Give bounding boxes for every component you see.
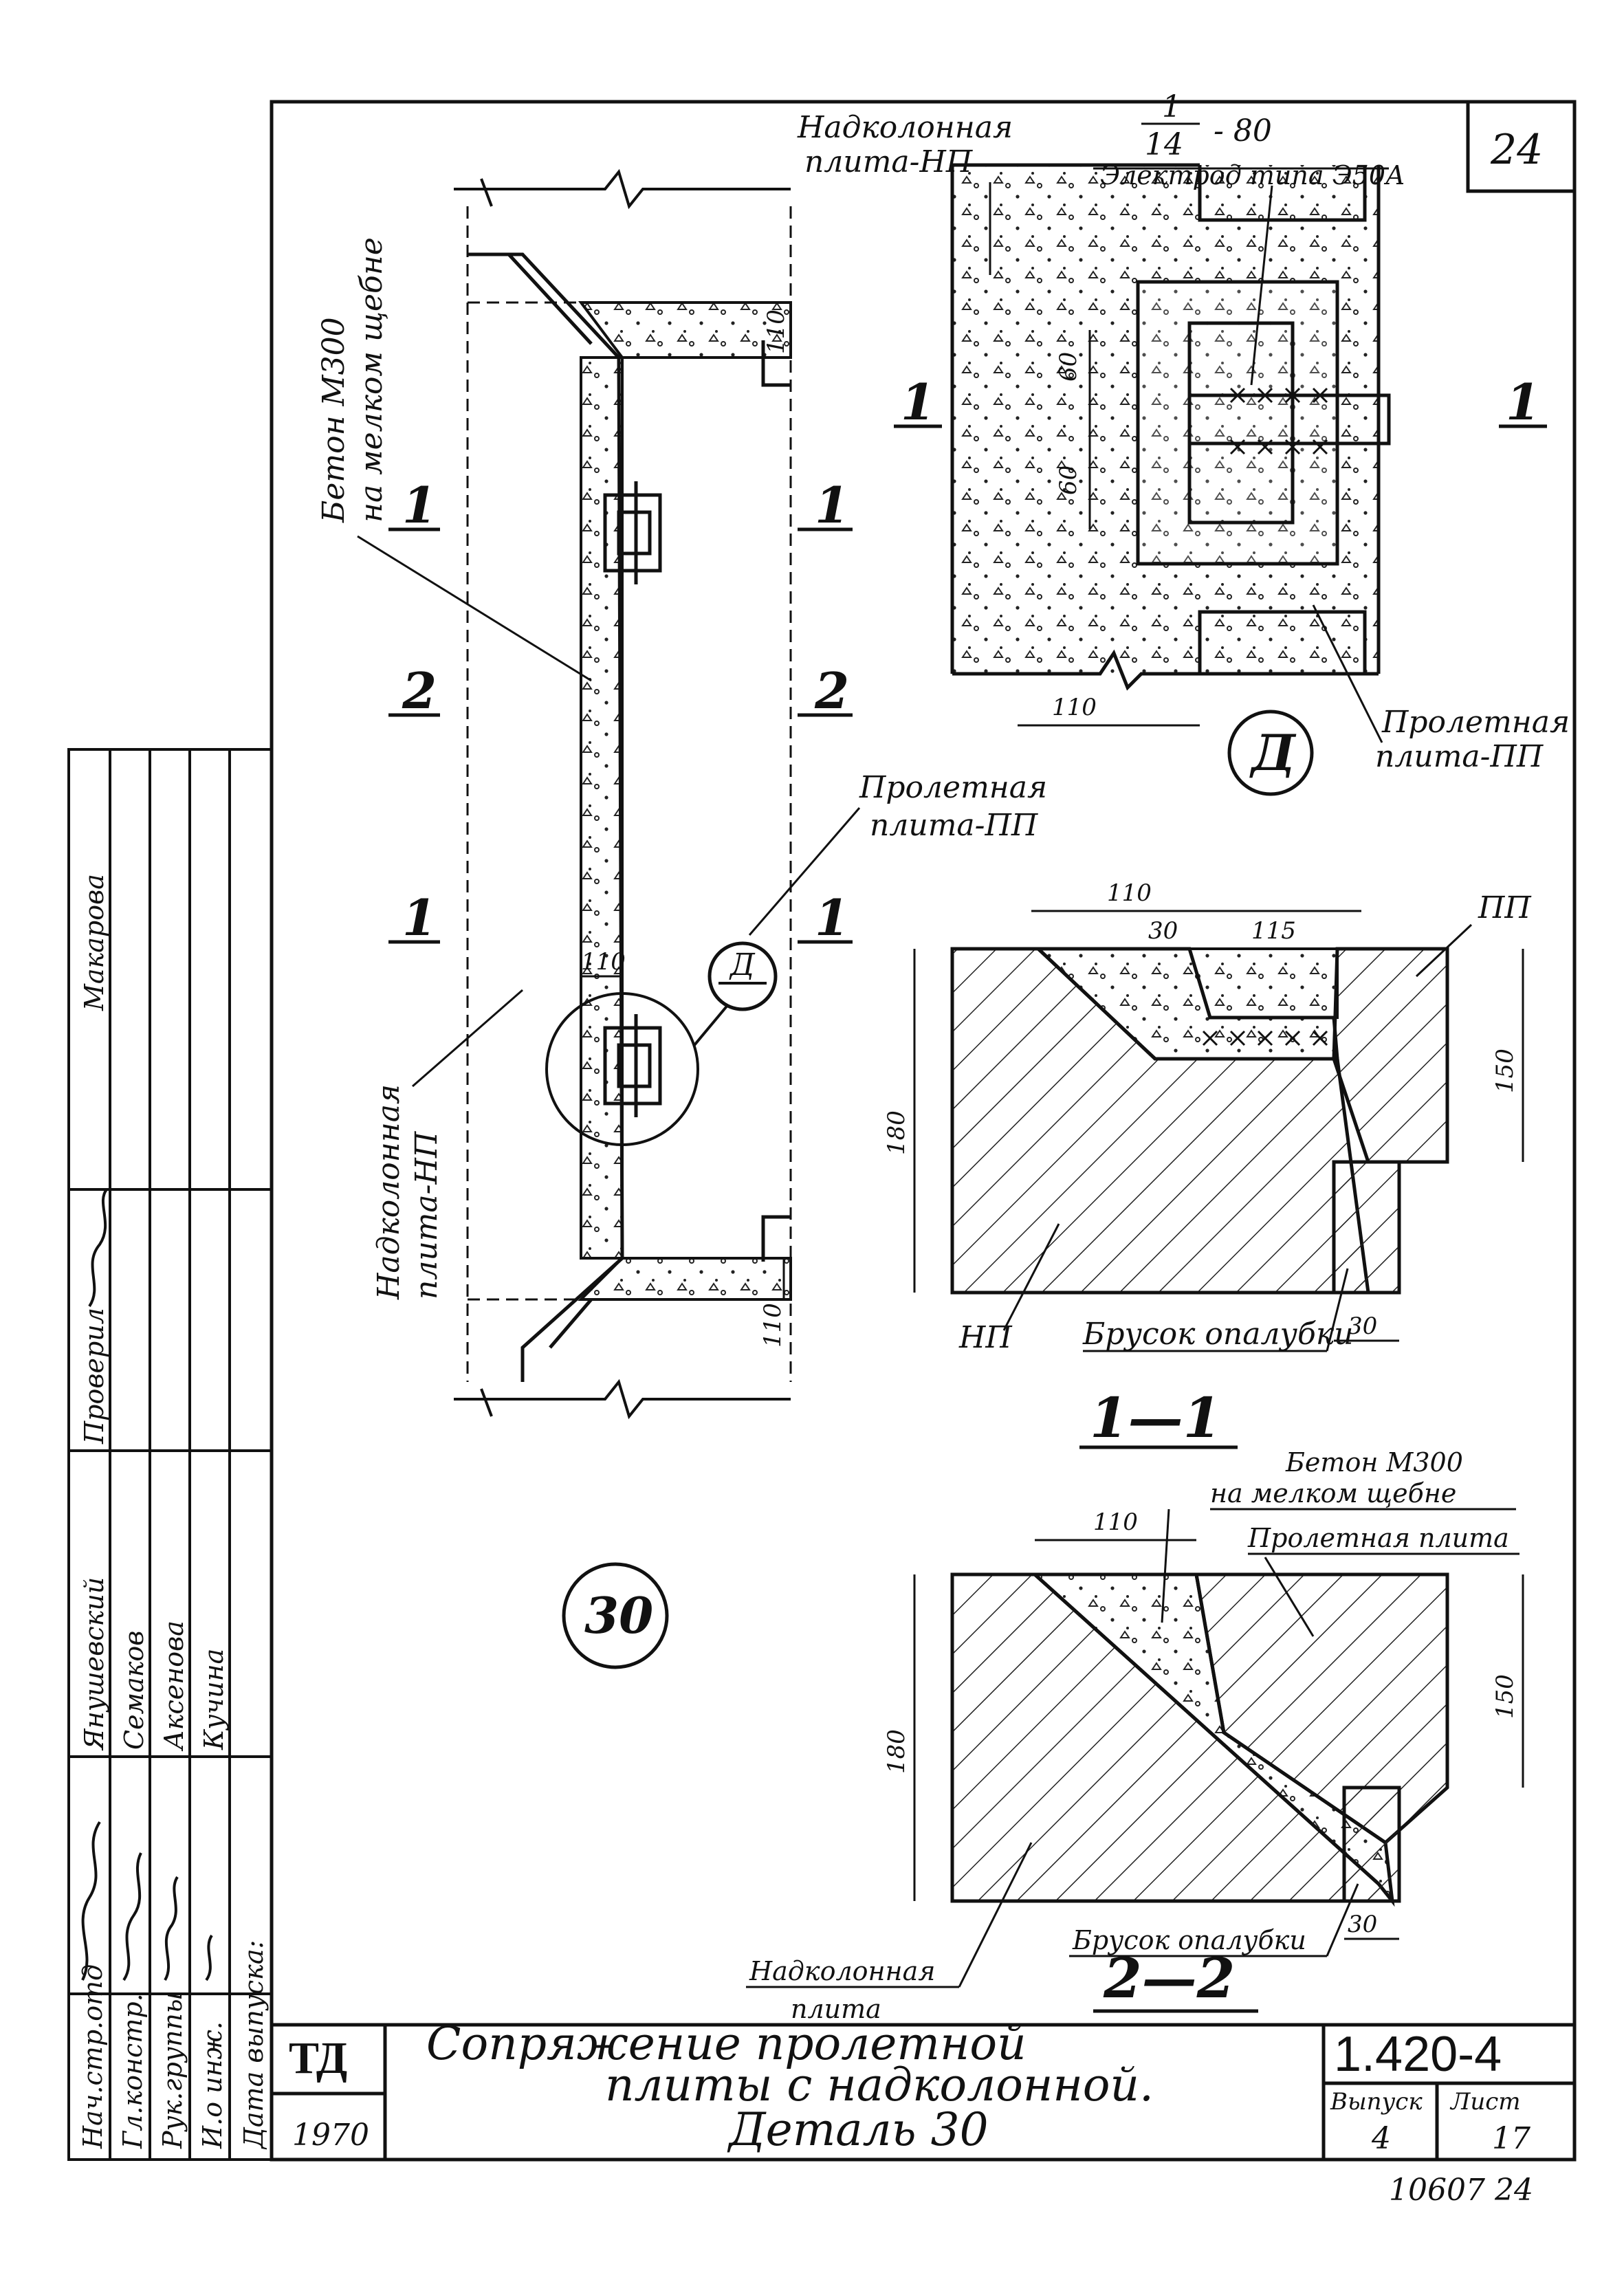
s11-dim-180: 180	[883, 1110, 910, 1155]
section-mark-1-left-top: 1	[402, 476, 437, 534]
section-mark-1-left-bottom: 1	[402, 888, 437, 947]
detail-d-mark: Д	[729, 947, 756, 982]
dim-110-bottom: 110	[759, 1303, 787, 1348]
section-mark-1-right-bottom: 1	[815, 888, 849, 947]
detail-d-column-slab-2: плита-НП	[804, 144, 974, 179]
s11-dim-150: 150	[1491, 1048, 1519, 1093]
role-chief-designer: Гл.констр.	[118, 1993, 148, 2149]
s22-concrete-label-1: Бетон М300	[1285, 1447, 1463, 1478]
s22-column-slab-label-2: плита	[791, 1994, 881, 2024]
name-4: Кучина	[199, 1649, 229, 1750]
sheet-label: Лист	[1449, 2088, 1521, 2116]
name-1: Янушевский	[79, 1577, 109, 1751]
s11-label-np: НП	[958, 1320, 1013, 1355]
s11-dim-30: 30	[1148, 917, 1178, 945]
name-3: Аксенова	[159, 1621, 189, 1752]
signature-roles: Нач.стр.отд Гл.констр. Рук.группы И.о ин…	[78, 1940, 269, 2150]
detail-d-dim-60-bottom: 60	[1055, 465, 1082, 495]
dim-110-mid: 110	[581, 948, 626, 976]
detail-d-callout	[545, 992, 699, 1146]
weld-symbol-numerator: 1	[1162, 89, 1181, 124]
s11-title: 1—1	[1090, 1385, 1221, 1450]
sheet-corner-number: 24	[1490, 126, 1543, 174]
title-line-1: Сопряжение пролетной	[426, 2017, 1027, 2070]
s22-dim-150: 150	[1491, 1674, 1519, 1719]
s11-dim-115: 115	[1251, 917, 1296, 945]
detail-d-section-1-right: 1	[1506, 373, 1540, 431]
span-slab-label-line-1: Пролетная	[859, 770, 1047, 805]
detail-d-dim-60-top: 60	[1055, 352, 1082, 382]
s22-span-slab-label: Пролетная плита	[1247, 1523, 1509, 1553]
s22-dim-110: 110	[1093, 1508, 1138, 1536]
s11-dim-110: 110	[1107, 879, 1152, 907]
s22-dim-180: 180	[883, 1729, 910, 1774]
concrete-label-line-1: Бетон М300	[316, 317, 351, 523]
s22-column-slab-label-1: Надколонная	[749, 1956, 935, 1986]
concrete-joint-strip	[580, 356, 624, 1260]
year: 1970	[292, 2118, 369, 2153]
weld-symbol-length: - 80	[1214, 113, 1272, 149]
section-1-1: 110 30 115 180 150 30 ПП НП Брусок опалу…	[883, 879, 1532, 1450]
detail-d-section-1-left: 1	[901, 373, 935, 431]
concrete-label-line-2: на мелком щебне	[354, 237, 389, 523]
weld-symbol-denominator: 14	[1145, 127, 1183, 162]
s22-title: 2—2	[1103, 1946, 1235, 2010]
role-issue-date: Дата выпуска:	[239, 1940, 269, 2150]
s11-form-bar-label: Брусок опалубки	[1082, 1317, 1354, 1352]
name-checker: Макарова	[79, 874, 109, 1011]
name-2: Семаков	[119, 1631, 149, 1750]
s22-dim-30: 30	[1348, 1911, 1377, 1938]
main-view: Д 1 1 2 2 1 1 110 110 110 Бетон М300 на …	[316, 168, 1047, 1669]
detail-d-column-slab-1: Надколонная	[797, 110, 1013, 145]
s22-concrete-label-2: на мелком щебне	[1210, 1478, 1456, 1508]
role-head: Нач.стр.отд	[78, 1964, 108, 2149]
signature-block	[67, 748, 273, 2161]
archive-code: 10607 24	[1389, 2173, 1533, 2208]
section-mark-1-right-top: 1	[815, 476, 849, 534]
detail-d-title-circle	[1227, 710, 1314, 796]
title-block: ТД 1970 Сопряжение пролетной плиты с над…	[289, 126, 1543, 2208]
sheet-value: 17	[1492, 2121, 1530, 2156]
electrode-label: Электрод типа Э50А	[1100, 160, 1405, 190]
detail-number: 30	[584, 1586, 653, 1645]
s22-form-bar-label: Брусок опалубки	[1072, 1925, 1306, 1955]
stamp-td: ТД	[289, 2033, 347, 2083]
section-mark-2-right: 2	[814, 661, 849, 720]
s11-label-pp: ПП	[1478, 890, 1532, 925]
column-slab-label-line-1: Надколонная	[371, 1084, 406, 1300]
issue-value: 4	[1371, 2121, 1391, 2156]
issue-label: Выпуск	[1330, 2088, 1423, 2116]
title-line-2: плиты с надколонной.	[605, 2058, 1154, 2111]
detail-d-span-slab-2: плита-ПП	[1375, 739, 1544, 774]
detail-d: Надколонная плита-НП 1 14 - 80 Электрод …	[797, 89, 1570, 796]
section-2-2: Бетон М300 на мелком щебне Пролетная пли…	[746, 1447, 1524, 2024]
series-code: 1.420-4	[1334, 2027, 1502, 2082]
role-group-leader: Рук.группы	[157, 1992, 188, 2149]
section-mark-2-left: 2	[402, 661, 437, 720]
title-line-3: Деталь 30	[727, 2103, 989, 2156]
detail-d-dim-110: 110	[1052, 694, 1097, 721]
detail-number-circle	[562, 1562, 669, 1669]
handwritten-signatures	[81, 1188, 213, 1981]
signature-names: Янушевский Семаков Аксенова Кучина Макар…	[79, 874, 229, 1752]
dim-110-top: 110	[762, 309, 790, 354]
role-engineer: И.о инж.	[197, 2021, 228, 2149]
s11-dim-30-bottom: 30	[1348, 1313, 1377, 1340]
column-slab-label-line-2: плита-НП	[409, 1130, 444, 1299]
detail-d-span-slab-1: Пролетная	[1381, 705, 1570, 740]
detail-d-title: Д	[1249, 723, 1297, 782]
span-slab-label-line-2: плита-ПП	[870, 808, 1039, 843]
checked-label: Проверил	[79, 1308, 109, 1445]
